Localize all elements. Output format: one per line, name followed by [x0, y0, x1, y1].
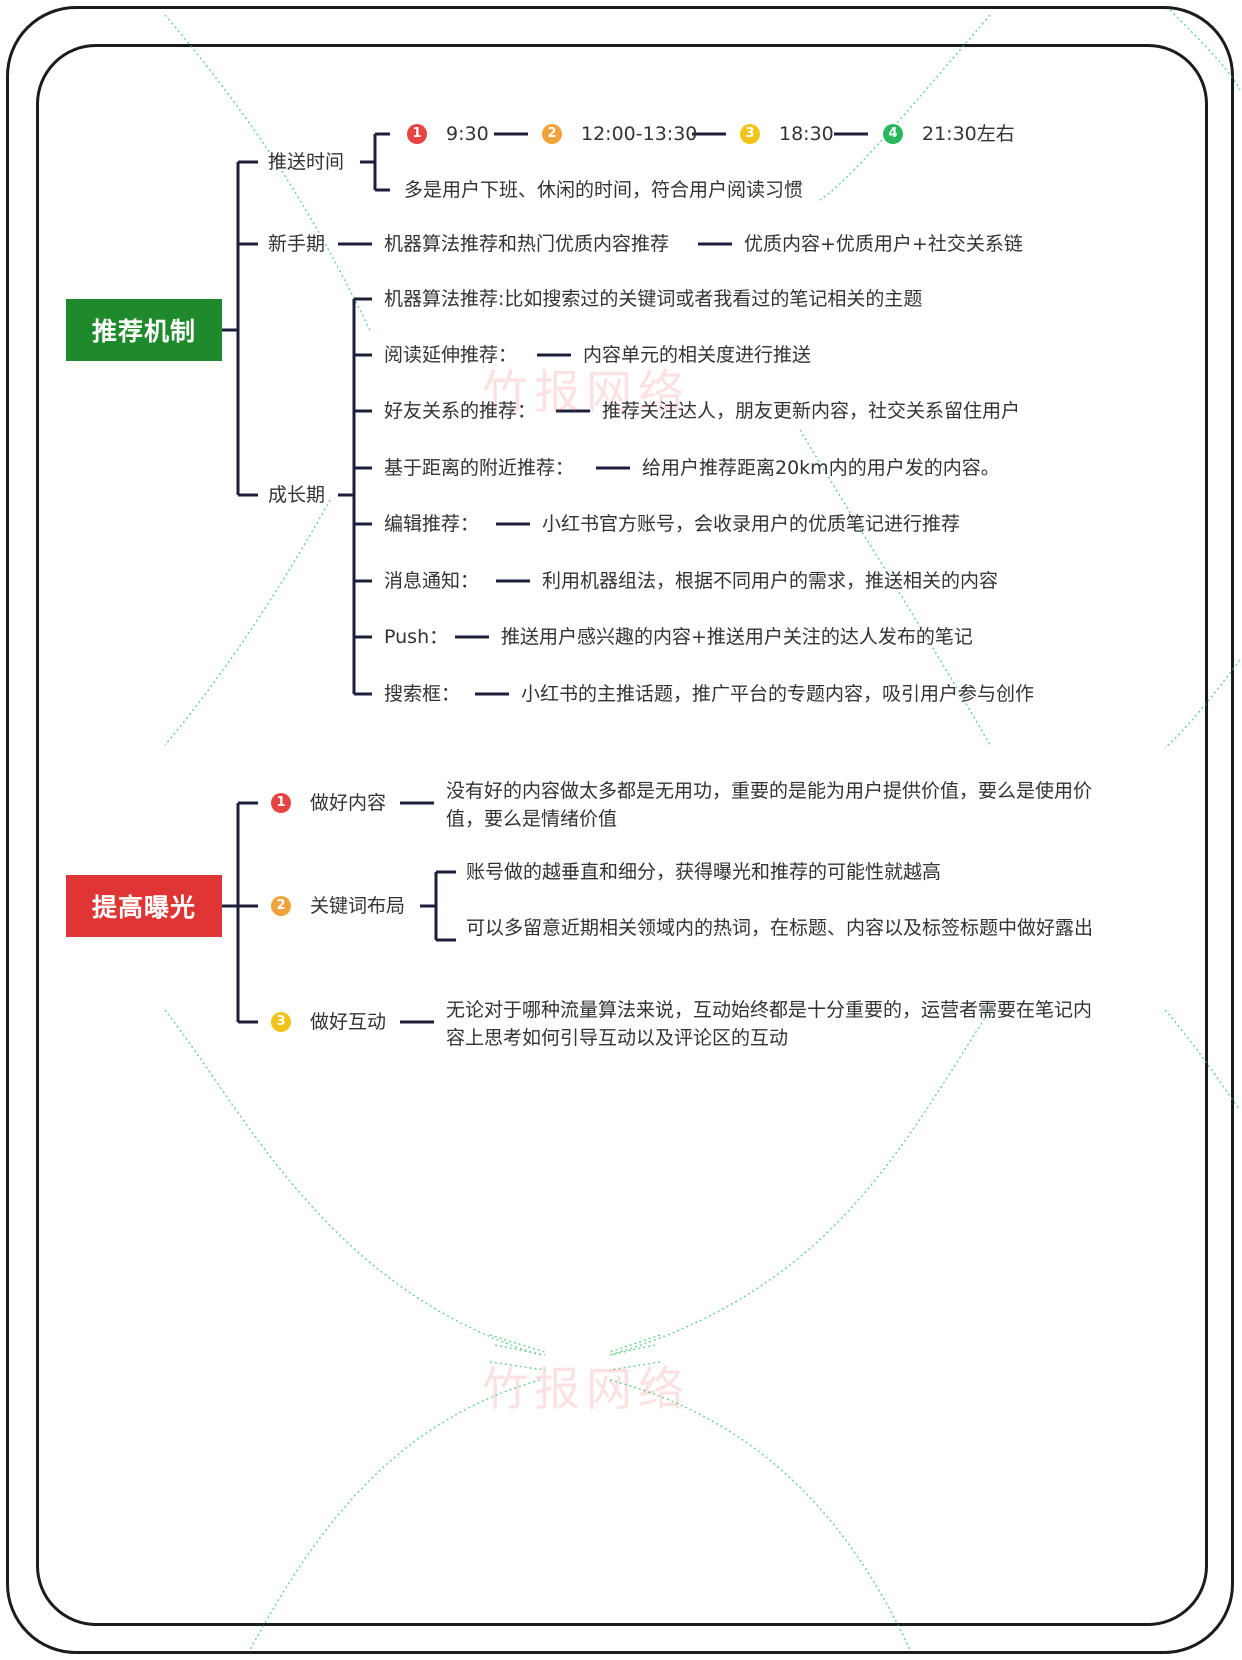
growth-item-label: 搜索框：: [384, 683, 461, 705]
growth-item-desc: 小红书的主推话题，推广平台的专题内容，吸引用户参与创作: [521, 683, 1035, 705]
watermark-bottom: 竹报网络: [482, 1362, 690, 1416]
branch-push-time[interactable]: 推送时间: [268, 151, 345, 173]
push-time-slot: 9:30: [446, 123, 489, 145]
badge-number-2: 2: [271, 896, 291, 916]
growth-item-desc: 推送用户感兴趣的内容+推送用户关注的达人发布的笔记: [501, 626, 973, 648]
growth-item-label: Push：: [384, 626, 449, 648]
growth-item-desc: 给用户推荐距离20km内的用户发的内容。: [642, 457, 1000, 479]
push-time-slot: 12:00-13:30: [581, 123, 698, 145]
keyword-desc-1: 账号做的越垂直和细分，获得曝光和推荐的可能性就越高: [466, 861, 942, 883]
root-node-recommend[interactable]: 推荐机制: [66, 299, 222, 361]
decorative-curves: [164, 9, 1241, 1651]
growth-item-desc: 利用机器组法，根据不同用户的需求，推送相关的内容: [542, 570, 999, 592]
branch-growth[interactable]: 成长期: [268, 484, 326, 506]
badge-number-2: 2: [542, 124, 562, 144]
branch-novice[interactable]: 新手期: [268, 233, 326, 255]
growth-item-desc: 小红书官方账号，会收录用户的优质笔记进行推荐: [542, 513, 961, 535]
growth-item-desc: 内容单元的相关度进行推送: [583, 344, 812, 366]
good-content-desc: 没有好的内容做太多都是无用功，重要的是能为用户提供价值，要么是使用价值，要么是情…: [446, 780, 1093, 830]
growth-item-label: 基于距离的附近推荐：: [384, 457, 575, 479]
growth-item-label: 机器算法推荐:比如搜索过的关键词或者我看过的笔记相关的主题: [384, 288, 923, 310]
push-time-slot: 18:30: [779, 123, 834, 145]
novice-step-1: 机器算法推荐和热门优质内容推荐: [384, 233, 670, 255]
branch-keyword-layout[interactable]: 关键词布局: [310, 895, 406, 917]
growth-item-label: 编辑推荐：: [384, 513, 480, 535]
growth-item-label: 好友关系的推荐：: [384, 400, 537, 422]
watermark: 竹报网络: [482, 365, 690, 419]
push-time-note: 多是用户下班、休闲的时间，符合用户阅读习惯: [404, 179, 804, 201]
branch-good-content[interactable]: 做好内容: [310, 792, 387, 814]
badge-number-3: 3: [740, 124, 760, 144]
badge-number-1: 1: [271, 793, 291, 813]
inner-frame: [36, 44, 1208, 1626]
novice-step-2: 优质内容+优质用户+社交关系链: [744, 233, 1023, 255]
root-node-exposure[interactable]: 提高曝光: [66, 875, 222, 937]
growth-item-label: 阅读延伸推荐：: [384, 344, 518, 366]
push-time-slot: 21:30左右: [922, 123, 1015, 145]
growth-item-label: 消息通知：: [384, 570, 480, 592]
badge-number-3: 3: [271, 1012, 291, 1032]
badge-number-4: 4: [883, 124, 903, 144]
branch-interaction[interactable]: 做好互动: [310, 1011, 387, 1033]
keyword-desc-2: 可以多留意近期相关领域内的热词，在标题、内容以及标签标题中做好露出: [466, 917, 1094, 939]
interaction-desc: 无论对于哪种流量算法来说，互动始终都是十分重要的，运营者需要在笔记内容上思考如何…: [446, 999, 1093, 1049]
outer-frame: [6, 6, 1234, 1654]
badge-number-1: 1: [407, 124, 427, 144]
growth-item-desc: 推荐关注达人，朋友更新内容，社交关系留住用户: [602, 400, 1021, 422]
